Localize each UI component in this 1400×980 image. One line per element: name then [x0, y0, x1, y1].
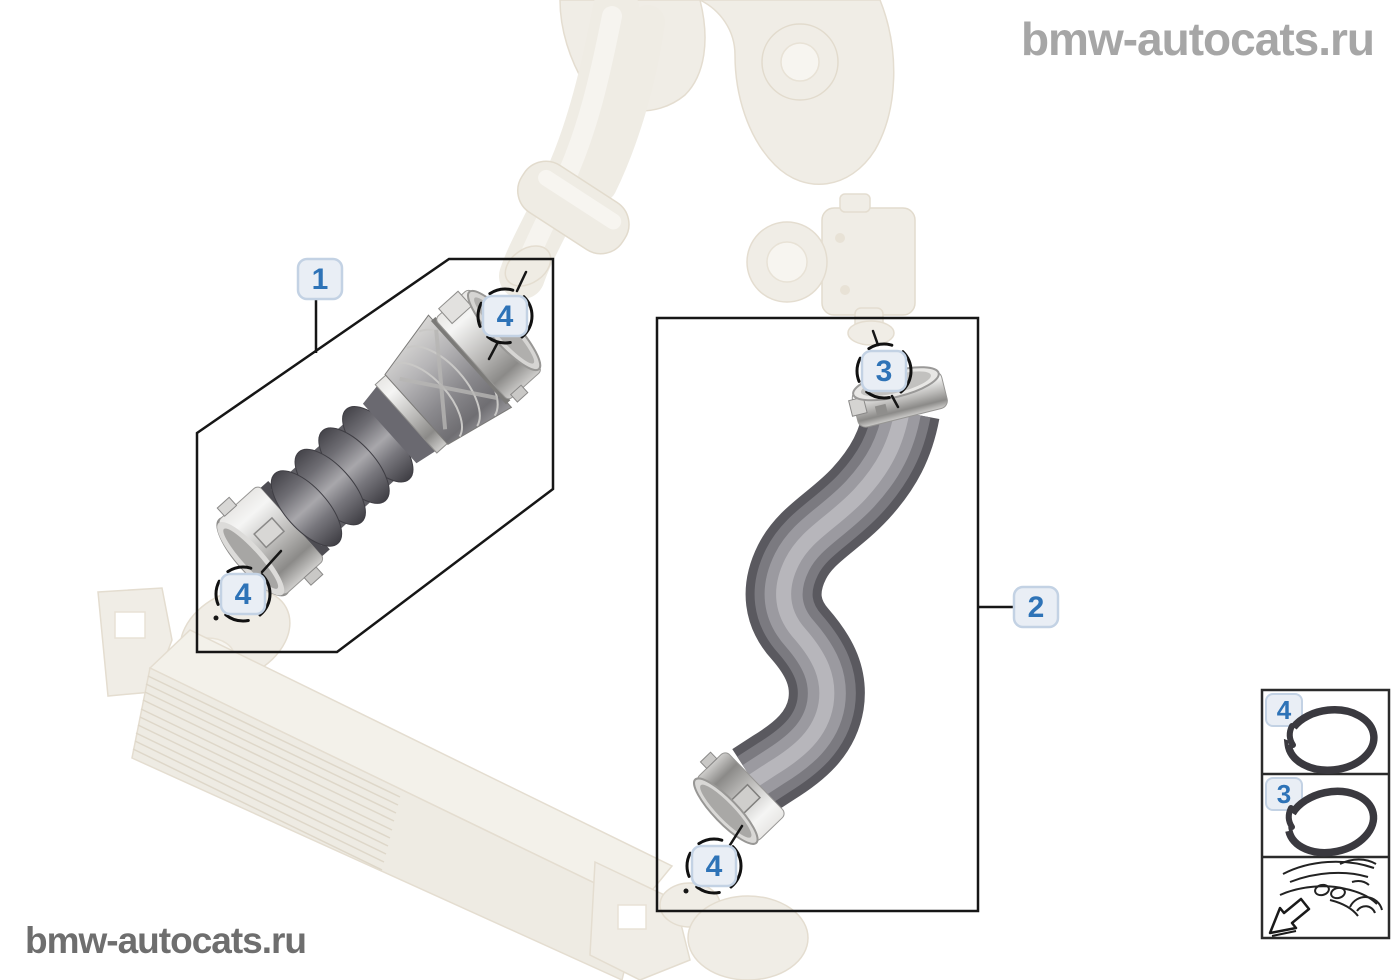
callout-1-number[interactable]: 1: [312, 263, 329, 296]
legend-4-number: 4: [1277, 695, 1292, 725]
ghost-engine-assembly: [499, 0, 916, 346]
callout-clamp-4-top[interactable]: 4: [476, 270, 534, 361]
legend-row-clamp-4: 4: [1265, 693, 1378, 774]
clamp-ring-icon: [1284, 787, 1378, 857]
callout-4-number[interactable]: 4: [706, 850, 723, 883]
part-1-charge-air-hose[interactable]: [200, 276, 556, 614]
part-1-selection-box: [195, 257, 555, 654]
callout-clamp-3[interactable]: 3: [855, 329, 913, 409]
ghost-branch-pipe: [583, 5, 665, 202]
legend-3-number: 3: [1277, 779, 1291, 809]
ghost-intercooler-front-face: [131, 666, 641, 980]
callout-2-number[interactable]: 2: [1028, 591, 1045, 624]
callout-4-number[interactable]: 4: [497, 300, 514, 333]
watermark-bottom-left: bmw-autocats.ru: [25, 920, 307, 961]
callout-3-number[interactable]: 3: [876, 355, 893, 388]
ghost-throttle-body: [746, 193, 916, 346]
ghost-intercooler: [97, 587, 809, 980]
watermark-top-right: bmw-autocats.ru: [1020, 13, 1375, 65]
direction-arrow: [1268, 897, 1311, 935]
callout-part-1[interactable]: 1: [296, 257, 344, 353]
car-direction-icon: [1268, 858, 1383, 937]
part-2-charge-air-hose[interactable]: [680, 360, 949, 851]
part-2-selection-box: [655, 316, 980, 913]
callout-part-2[interactable]: 2: [978, 585, 1060, 629]
callout-clamp-4-left[interactable]: 4: [213, 549, 283, 623]
ghost-pipe-outlet: [504, 245, 552, 287]
callout-clamp-4-bottom[interactable]: 4: [683, 824, 744, 895]
legend-panel: 4 3: [1260, 688, 1391, 940]
callout-4-number[interactable]: 4: [235, 578, 252, 611]
legend-row-clamp-3: 3: [1265, 777, 1378, 857]
clamp-ring-icon: [1284, 706, 1378, 774]
